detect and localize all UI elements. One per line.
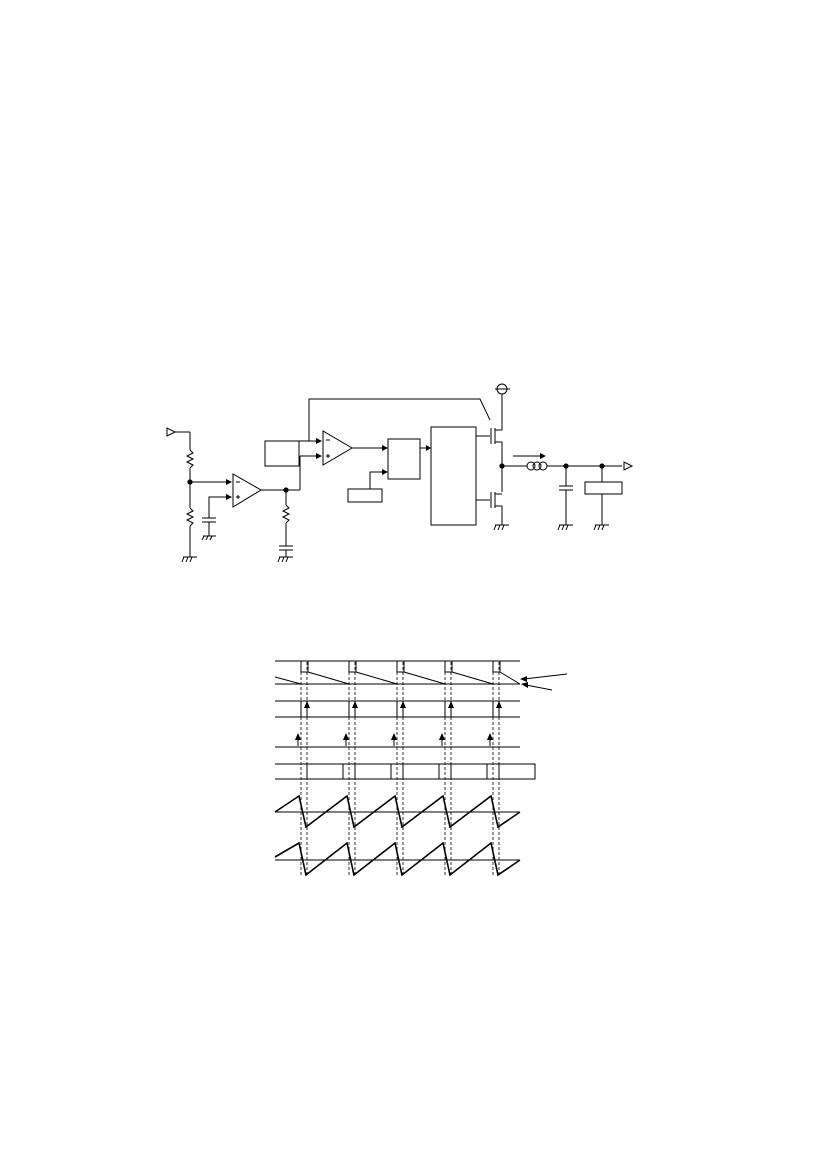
inductor-current-trace [274, 794, 521, 829]
high-side-mosfet [490, 428, 502, 444]
trigger-arrow-head [343, 733, 349, 740]
oscillator-block [347, 488, 383, 503]
arrow-head [316, 453, 322, 459]
pwm-output-trace [275, 763, 536, 780]
arrow-head [382, 445, 388, 451]
input-terminal [166, 427, 191, 450]
gate-driver-block [430, 426, 477, 526]
clock-trace [275, 700, 520, 718]
slope-ramp-trace [274, 671, 521, 685]
ground-symbol [493, 524, 509, 531]
slope-block [264, 440, 300, 467]
output-capacitor [559, 485, 573, 491]
pwm-comparator [322, 430, 353, 466]
switch-current-trace [274, 841, 521, 877]
supply-terminal [495, 383, 510, 430]
ground-symbol [277, 556, 293, 563]
arrow-head [382, 469, 388, 475]
trigger-arrow-head [487, 733, 493, 740]
trigger-arrow-head [295, 733, 301, 740]
divider-resistor-top [185, 449, 195, 469]
output-inductor [526, 461, 548, 471]
trigger-arrow-head [439, 733, 445, 740]
arrow-head [226, 494, 232, 500]
load-block [584, 481, 623, 495]
compensation-resistor [281, 504, 291, 524]
clock-pulse-trace [275, 660, 520, 673]
trace-pointer-arrow [521, 682, 553, 691]
buck-converter-schematic [166, 383, 634, 563]
arrow-head [316, 438, 322, 444]
latch-block [387, 438, 421, 480]
compensation-capacitor [279, 545, 293, 551]
ground-symbol [181, 556, 197, 563]
divider-resistor-bottom [185, 507, 195, 527]
trigger-arrow-head [391, 733, 397, 740]
arrow-head [226, 479, 232, 485]
current-sense-wire [308, 398, 491, 441]
inductor-current-arrow [513, 453, 546, 459]
arrow-head [426, 445, 431, 451]
low-side-mosfet [490, 492, 502, 508]
error-amplifier [232, 473, 262, 508]
ground-symbol [593, 524, 609, 531]
timing-diagram [274, 660, 568, 877]
timing-waveforms [274, 660, 536, 877]
trace-pointer-arrow [520, 673, 568, 682]
soft-start-capacitor [201, 517, 216, 541]
output-terminal [623, 461, 634, 471]
ground-symbol [557, 524, 573, 531]
